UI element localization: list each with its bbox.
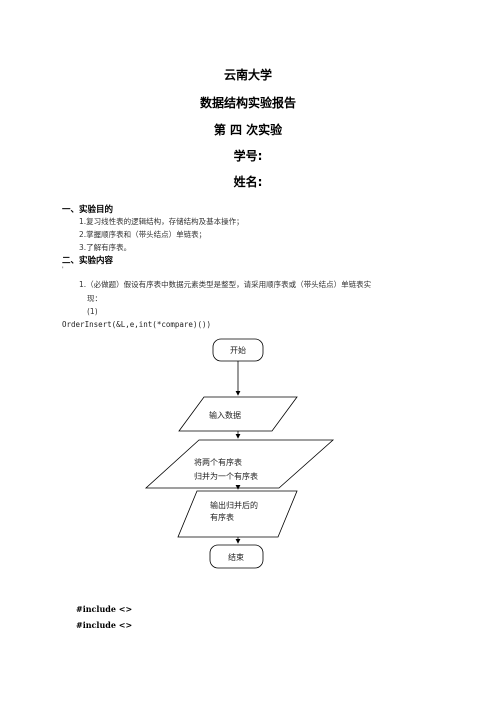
end-label: 结束 — [228, 552, 244, 562]
student-id-label: 学号: — [233, 149, 263, 163]
output-label-line1: 输出归并后的 — [210, 500, 258, 510]
include-line-1: #include <> — [76, 604, 133, 614]
start-label: 开始 — [230, 345, 246, 355]
end-terminal — [209, 544, 264, 569]
task-line-1: 1.（必做题）假设有序表中数据元素类型是整型，请采用顺序表或（带头结点）单链表实 — [79, 280, 372, 289]
task-line-2: 现： — [87, 294, 102, 303]
input-parallelogram — [178, 396, 298, 432]
tick-mark: ' — [62, 266, 64, 273]
subitem-number: (1) — [87, 307, 98, 316]
include-line-2: #include <> — [76, 620, 133, 630]
objective-item-3: 3.了解有序表。 — [79, 243, 132, 252]
section1-heading: 一、实验目的 — [62, 205, 114, 215]
merge-label-line1: 将两个有序表 — [194, 457, 242, 467]
report-title: 数据结构实验报告 — [199, 96, 296, 110]
name-label: 姓名: — [233, 175, 263, 189]
merge-label-line2: 归并为一个有序表 — [194, 471, 258, 481]
function-signature: OrderInsert(&L,e,int(*compare)()) — [62, 320, 212, 329]
merge-parallelogram — [144, 439, 335, 489]
objective-item-2: 2.掌握顺序表和（带头结点）单链表； — [79, 230, 207, 239]
lab-number: 第 四 次实验 — [213, 123, 283, 137]
output-parallelogram — [177, 490, 298, 538]
output-label-line2: 有序表 — [210, 512, 234, 522]
input-label: 输入数据 — [209, 410, 241, 420]
section2-heading: 二、实验内容 — [62, 256, 114, 266]
objective-item-1: 1.复习线性表的逻辑结构，存储结构及基本操作； — [79, 217, 244, 226]
university-name: 云南大学 — [223, 68, 272, 82]
